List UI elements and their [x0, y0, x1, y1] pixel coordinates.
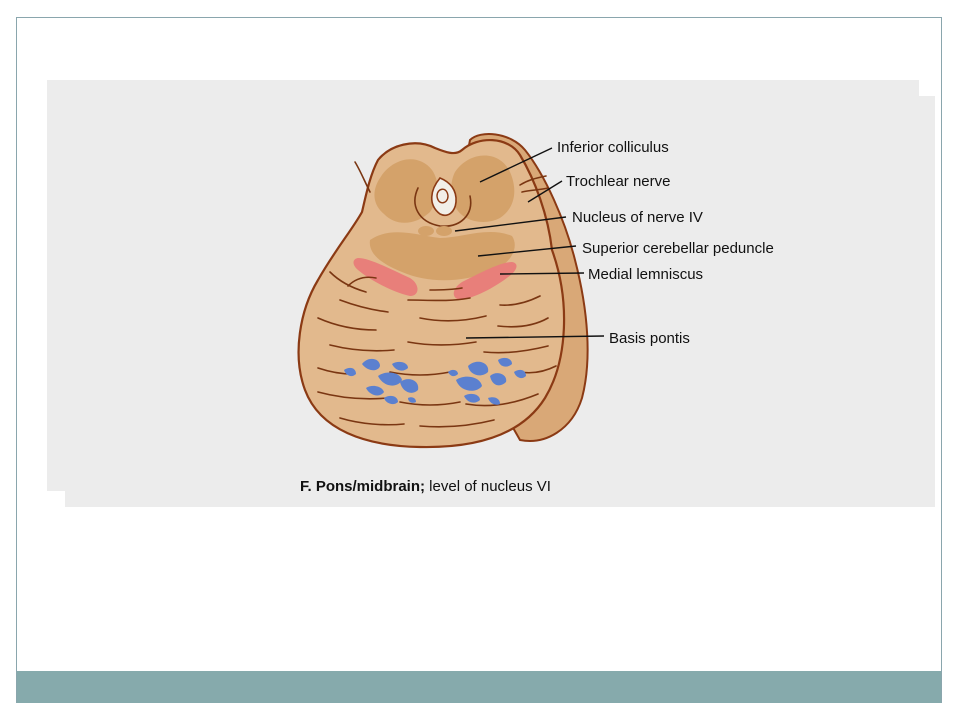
trochlear-nerve-left [354, 161, 371, 193]
periaqueductal-outline [414, 187, 472, 227]
inferior-colliculus-region-right [451, 155, 515, 222]
leader-superior-cerebellar-peduncle [477, 245, 577, 257]
trochlear-nerve-right-2 [521, 187, 549, 193]
cerebral-aqueduct [430, 177, 457, 217]
label-superior-cerebellar-peduncle: Superior cerebellar peduncle [582, 240, 774, 257]
inferior-colliculus-region [374, 159, 438, 223]
pontine-nuclei [344, 357, 526, 405]
caption-bold: F. Pons/midbrain; [300, 478, 425, 495]
pontine-fibers [317, 271, 557, 428]
label-medial-lemniscus: Medial lemniscus [588, 266, 703, 283]
trochlear-nerve-right [519, 175, 547, 186]
label-nucleus-nerve-iv: Nucleus of nerve IV [572, 209, 703, 226]
leader-inferior-colliculus [479, 147, 553, 183]
leader-trochlear-nerve [527, 180, 563, 203]
leader-basis-pontis [465, 335, 605, 339]
nucleus-nerve-iv-left [418, 226, 434, 236]
medial-lemniscus-right [453, 262, 517, 300]
aqueduct-inner [436, 188, 449, 204]
caption-rest: level of nucleus VI [425, 478, 551, 495]
label-trochlear-nerve: Trochlear nerve [566, 173, 671, 190]
nucleus-nerve-iv-right [436, 226, 452, 236]
leader-nucleus-nerve-iv [454, 216, 567, 232]
medial-lemniscus-left [353, 258, 418, 296]
label-inferior-colliculus: Inferior colliculus [557, 139, 669, 156]
leader-medial-lemniscus [499, 272, 585, 275]
figure-caption: F. Pons/midbrain; level of nucleus VI [300, 478, 551, 495]
label-basis-pontis: Basis pontis [609, 330, 690, 347]
footer-bar [17, 671, 941, 703]
superior-cerebellar-peduncle [369, 232, 515, 281]
